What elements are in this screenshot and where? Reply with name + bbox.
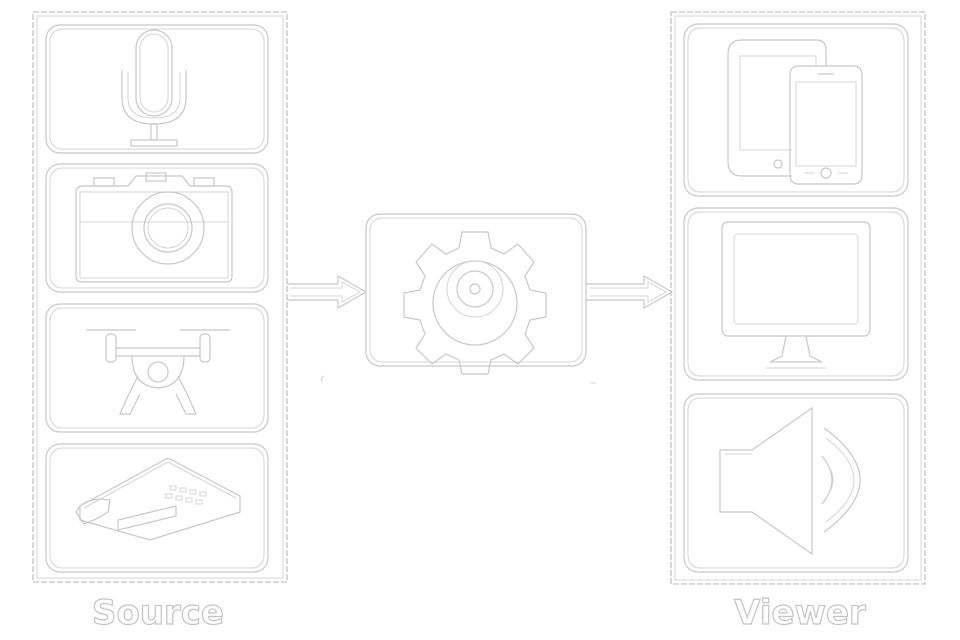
tablet-phone-icon [727, 39, 863, 185]
viewer-label: Viewer [734, 593, 866, 633]
viewer-tile-speaker[interactable] [683, 393, 909, 573]
monitor-icon [721, 221, 871, 369]
viewer-tile-monitor[interactable] [683, 207, 909, 381]
source-tile-desk-phone[interactable] [45, 443, 269, 573]
drone-icon [86, 329, 230, 415]
microphone-icon [121, 29, 187, 147]
gear-icon [403, 231, 547, 375]
stray-mark-left [320, 375, 325, 383]
viewer-tile-mobile[interactable] [683, 23, 909, 197]
arrow-processor-to-viewer [586, 274, 674, 310]
source-tile-camera[interactable] [45, 163, 269, 293]
source-label: Source [92, 593, 224, 633]
viewer-group-border [670, 11, 926, 585]
source-group-border [32, 11, 288, 583]
source-tile-microphone[interactable] [45, 24, 269, 154]
source-tile-drone[interactable] [45, 303, 269, 433]
camera-icon [75, 172, 233, 283]
desk-phone-icon [75, 457, 241, 541]
viewer-group: Viewer [670, 11, 926, 634]
processor-tile[interactable] [365, 213, 587, 375]
source-group: Source [32, 11, 288, 634]
arrow-source-to-processor [287, 274, 368, 310]
speaker-icon [719, 406, 861, 556]
